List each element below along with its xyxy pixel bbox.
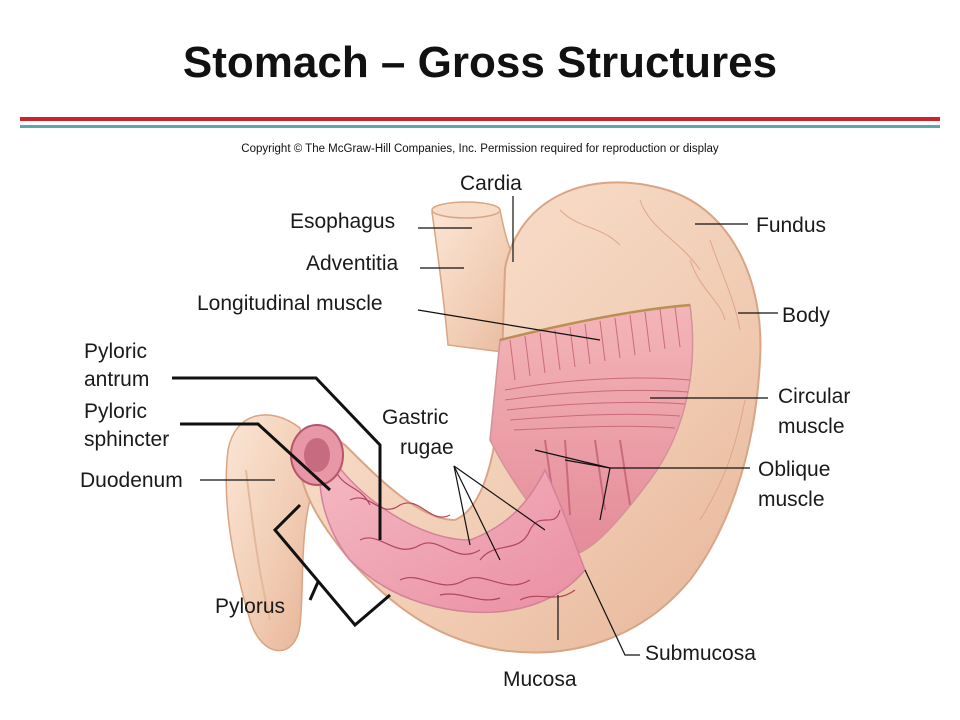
label-pyloric-antrum-1: Pyloric bbox=[84, 340, 147, 363]
label-pyloric-sphincter-2: sphincter bbox=[84, 428, 169, 451]
longitudinal-fibers bbox=[509, 306, 681, 381]
leader-lines bbox=[200, 196, 778, 656]
bracket-lines bbox=[172, 376, 391, 628]
slide-title: Stomach – Gross Structures bbox=[182, 38, 778, 87]
label-fundus: Fundus bbox=[756, 214, 826, 237]
label-submucosa: Submucosa bbox=[645, 642, 756, 665]
label-duodenum: Duodenum bbox=[80, 469, 183, 492]
circular-fibers bbox=[504, 377, 691, 431]
label-adventitia: Adventitia bbox=[306, 252, 399, 275]
duodenum-fold-line bbox=[245, 469, 271, 621]
label-longitudinal-muscle: Longitudinal muscle bbox=[197, 292, 383, 315]
label-pyloric-sphincter-1: Pyloric bbox=[84, 400, 147, 423]
surface-veins bbox=[559, 199, 746, 521]
label-mucosa: Mucosa bbox=[503, 668, 577, 691]
copyright-notice: Copyright © The McGraw-Hill Companies, I… bbox=[241, 143, 719, 155]
label-oblique-muscle-1: Oblique bbox=[758, 458, 830, 481]
label-esophagus: Esophagus bbox=[290, 210, 395, 233]
label-pylorus: Pylorus bbox=[215, 595, 285, 618]
title-rule-red bbox=[20, 117, 940, 121]
mucosa-interior bbox=[319, 453, 586, 614]
esophagus-opening bbox=[431, 201, 501, 219]
label-circular-muscle-1: Circular bbox=[778, 385, 850, 408]
label-pyloric-antrum-2: antrum bbox=[84, 368, 149, 391]
label-cardia: Cardia bbox=[460, 172, 522, 195]
title-rule-teal bbox=[20, 125, 940, 128]
label-gastric-rugae-1: Gastric bbox=[382, 406, 449, 429]
cut-edge bbox=[499, 303, 691, 342]
rugae-folds bbox=[334, 469, 576, 601]
label-circular-muscle-2: muscle bbox=[778, 415, 845, 438]
label-gastric-rugae-2: rugae bbox=[400, 436, 454, 459]
pyloric-opening bbox=[304, 438, 330, 472]
label-body: Body bbox=[782, 304, 830, 327]
label-oblique-muscle-2: muscle bbox=[758, 488, 825, 511]
